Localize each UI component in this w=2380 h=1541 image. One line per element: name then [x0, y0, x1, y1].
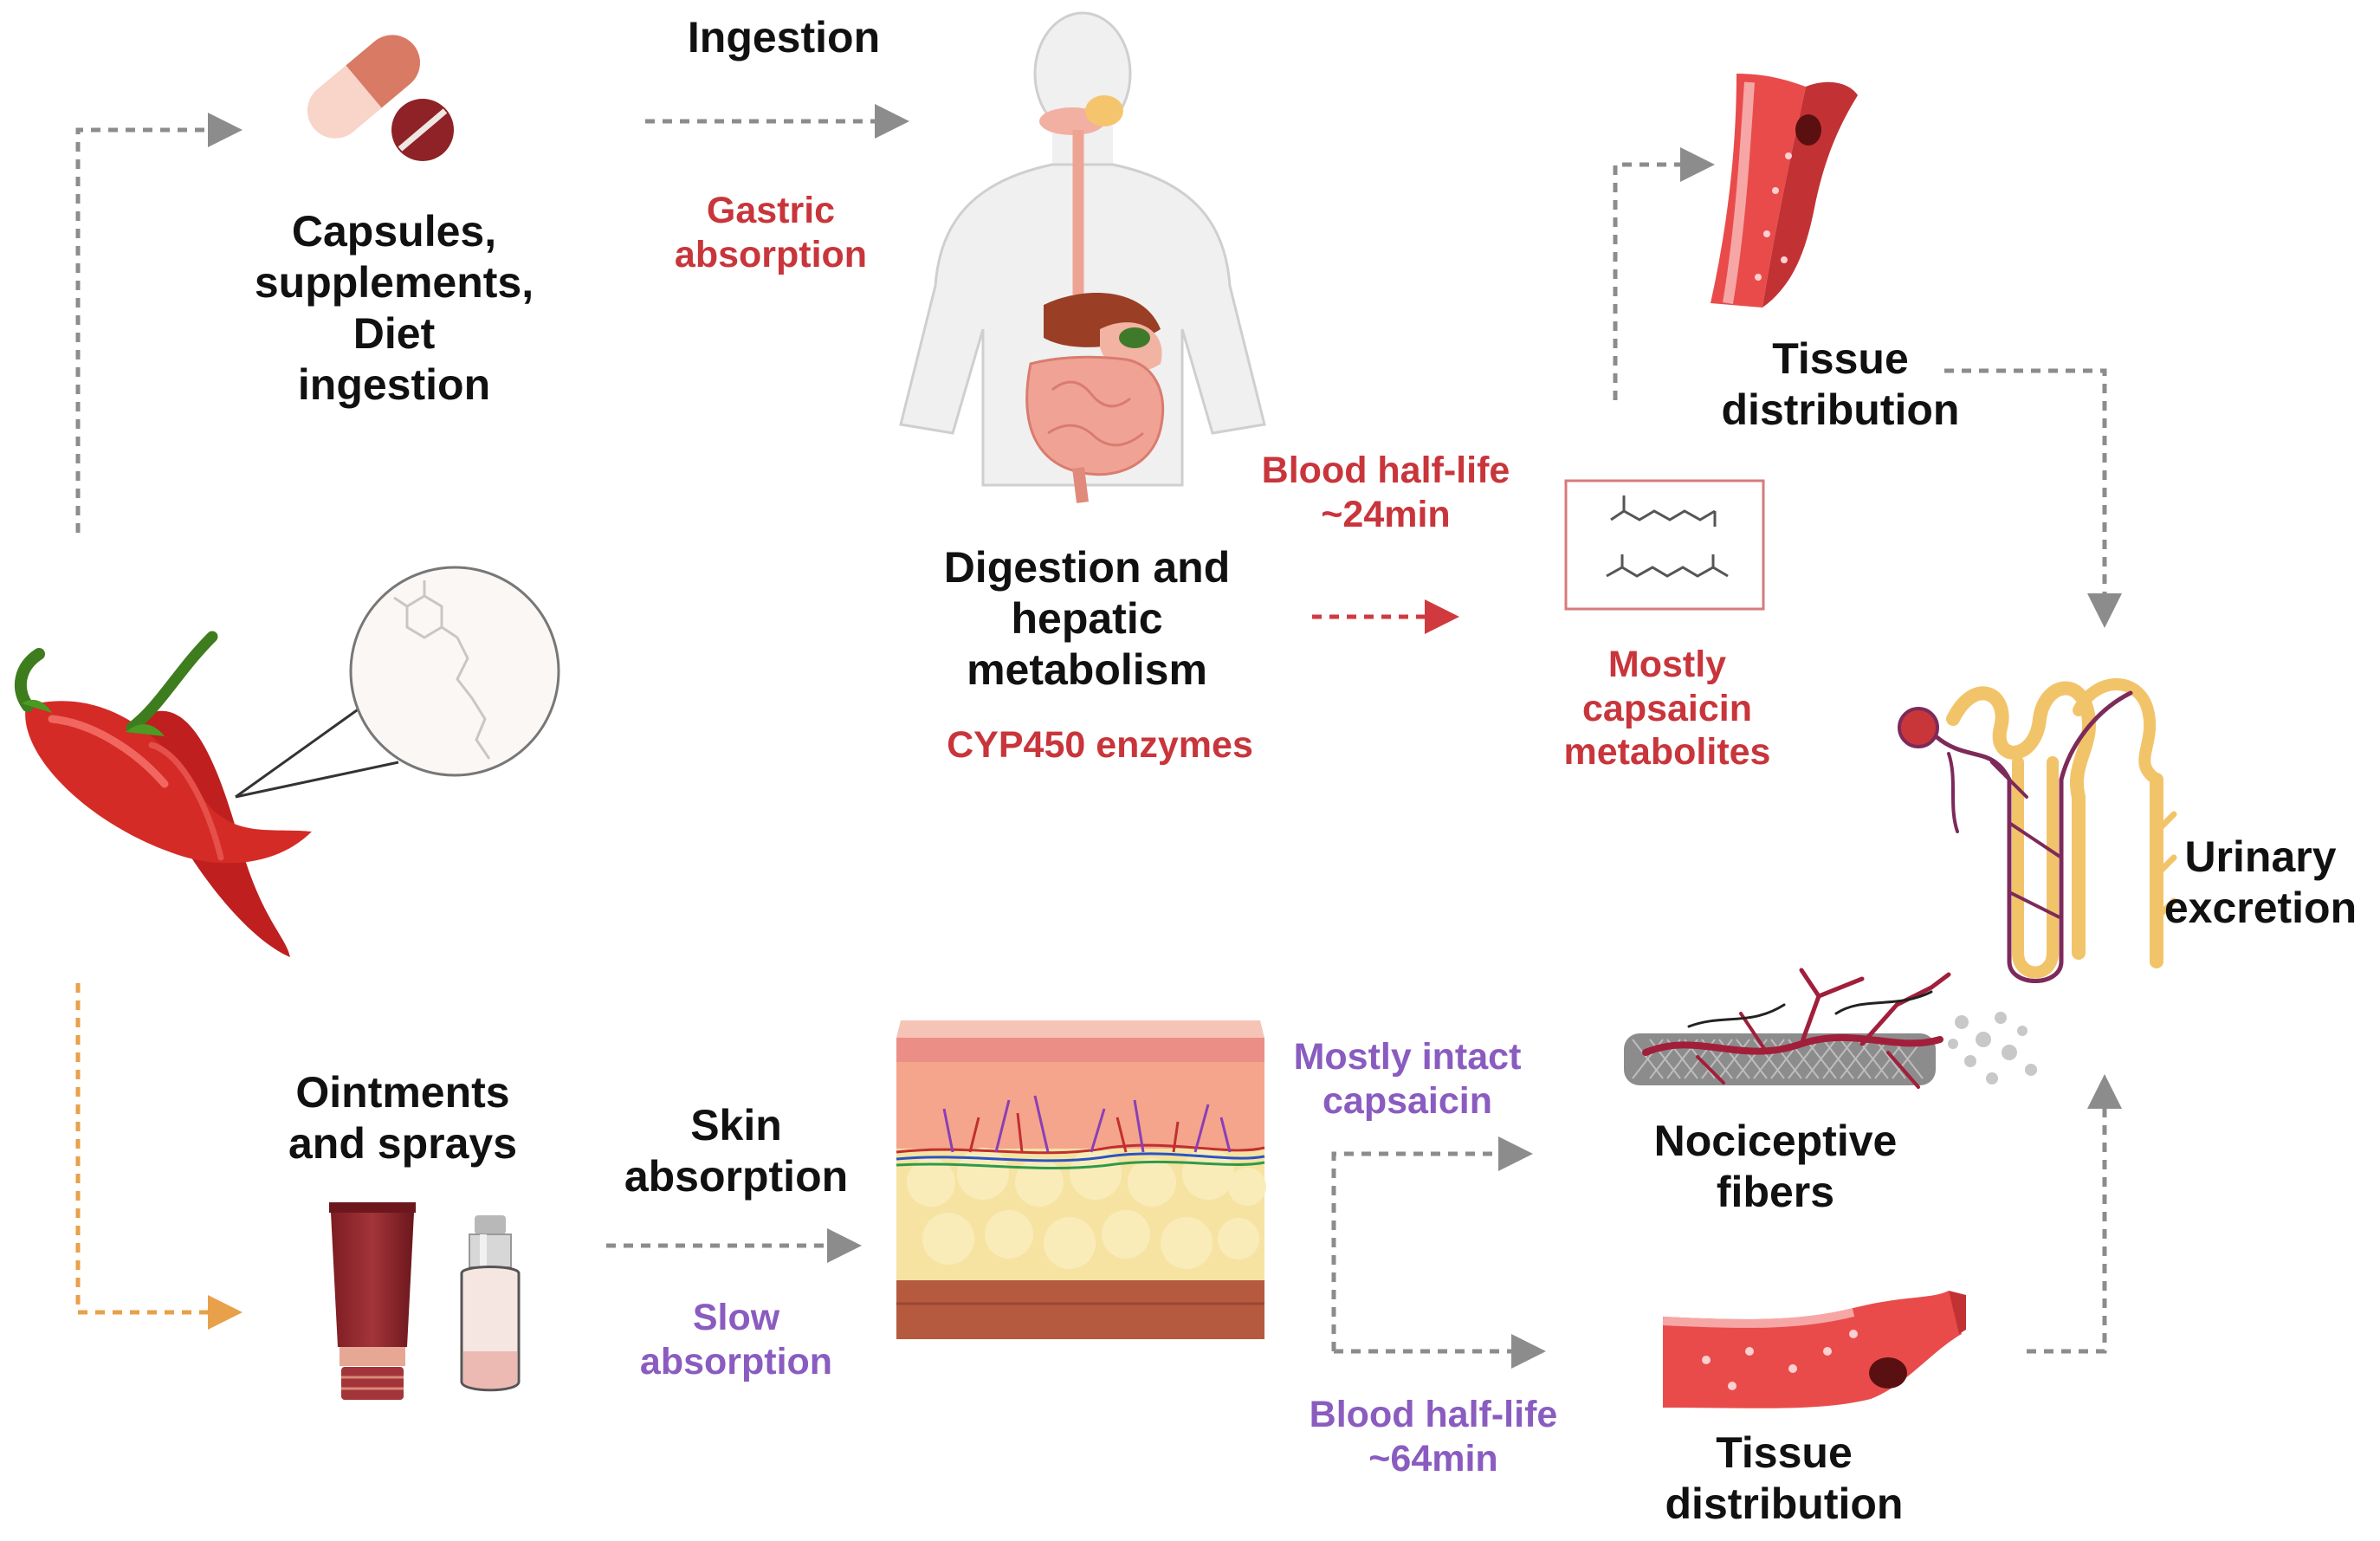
- ingestion-label: Ingestion: [687, 13, 881, 62]
- human-digestive-system-icon: [899, 11, 1266, 503]
- kidney-nephron-icon: [1898, 678, 2177, 983]
- arrow-to-tissue-top: [1613, 147, 1715, 400]
- ointment-tube-icon: [329, 1202, 416, 1400]
- blood-half-life-topical-label: Blood half-life ~64min: [1309, 1394, 1558, 1479]
- tissue-distribution-top-label: Tissue distribution: [1721, 334, 1960, 434]
- arrow-tissue-bottom-to-kidney: [2027, 1074, 2122, 1354]
- urinary-excretion-label: Urinary excretion: [2163, 832, 2357, 932]
- digestion-hepatic-metabolism-label: Digestion and hepatic metabolism: [943, 543, 1231, 694]
- arrow-to-nociceptive: [1331, 1136, 1533, 1351]
- mostly-intact-capsaicin-label: Mostly intact capsaicin: [1293, 1036, 1522, 1122]
- chili-pepper-icon: [15, 631, 313, 957]
- arrow-pepper-to-capsules: [75, 113, 243, 533]
- slow-absorption-label: Slow absorption: [639, 1297, 833, 1382]
- arrow-tissue-to-kidney: [1944, 368, 2122, 628]
- metabolite-molecules-icon: [1564, 479, 1765, 611]
- blood-half-life-oral-label: Blood half-life ~24min: [1261, 450, 1510, 535]
- cyp450-enzymes-label: CYP450 enzymes: [947, 724, 1253, 766]
- capsaicin-molecule-icon: [235, 566, 560, 799]
- ointments-sprays-label: Ointments and sprays: [288, 1068, 517, 1168]
- arrow-pepper-to-ointments: [75, 983, 243, 1330]
- capsules-supplements-label: Capsules, supplements, Diet ingestion: [254, 207, 534, 409]
- nerve-fiber-icon: [1624, 968, 2037, 1089]
- skin-layers-icon: [896, 1020, 1266, 1339]
- spray-bottle-icon: [460, 1215, 521, 1392]
- mostly-metabolites-label: Mostly capsaicin metabolites: [1563, 644, 1771, 774]
- blood-vessel-icon-top: [1711, 74, 1858, 308]
- nociceptive-fibers-label: Nociceptive fibers: [1653, 1117, 1898, 1216]
- flow-arrows: [75, 104, 2122, 1369]
- gastric-absorption-label: Gastric absorption: [674, 190, 868, 275]
- tissue-distribution-bottom-label: Tissue distribution: [1665, 1428, 1904, 1528]
- capsule-pill-icon: [307, 35, 454, 161]
- skin-absorption-label: Skin absorption: [624, 1101, 849, 1201]
- blood-vessel-icon-bottom: [1662, 1291, 1966, 1408]
